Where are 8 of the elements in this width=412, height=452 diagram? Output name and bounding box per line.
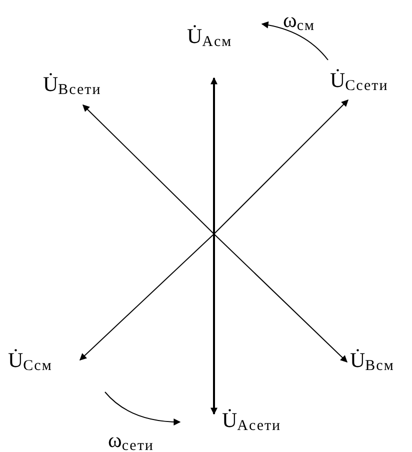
phasor-label: U̇$_{Bсети}$ <box>43 74 102 98</box>
phasor-label: U̇$_{Bсм}$ <box>350 350 394 374</box>
angular-speed-label: ω$_{см}$ <box>283 10 315 34</box>
angular-speed-label: ω$_{сети}$ <box>108 430 154 452</box>
phasor-label: U̇$_{Cсм}$ <box>8 350 52 374</box>
phasor-label: U̇$_{Aсети}$ <box>222 410 282 434</box>
phasor-label: U̇$_{Aсм}$ <box>187 26 232 50</box>
phasor-label: U̇$_{Cсети}$ <box>330 70 388 94</box>
